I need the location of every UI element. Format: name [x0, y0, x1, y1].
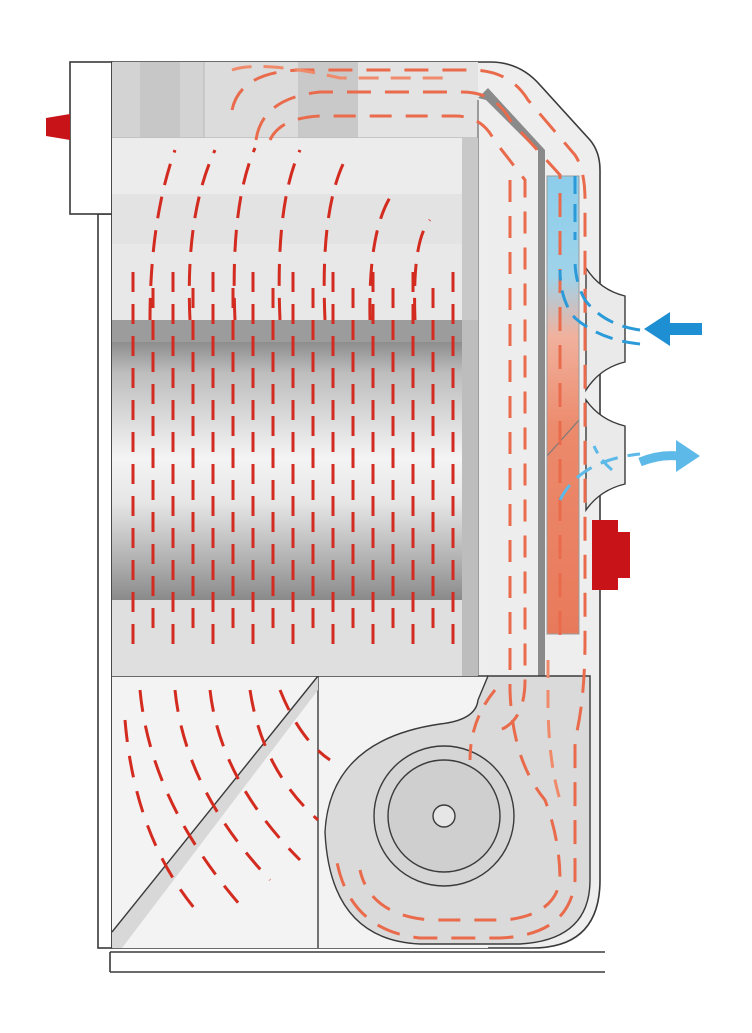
- air-stream: [546, 660, 562, 801]
- air-stream: [413, 218, 432, 321]
- air-stream: [187, 149, 217, 321]
- air-stream: [268, 114, 527, 732]
- air-stream: [248, 689, 319, 822]
- air-stream: [592, 445, 613, 472]
- heater-block-icon: [592, 520, 630, 590]
- recovered-air-flow: [231, 64, 562, 801]
- front-panel: [69, 61, 113, 949]
- fresh-air-flow: [558, 176, 641, 501]
- air-stream: [123, 719, 202, 916]
- knob-icon: [46, 114, 70, 140]
- air-stream: [358, 180, 562, 922]
- air-nozzles: [585, 265, 626, 513]
- air-stream: [138, 689, 242, 906]
- air-stream: [558, 269, 641, 346]
- air-stream: [277, 149, 302, 321]
- air-stream: [468, 689, 497, 761]
- air-stream: [254, 90, 562, 640]
- hot-air-flow: [123, 147, 455, 916]
- warm-air-flow: [230, 68, 587, 940]
- arrow-left-icon: [644, 312, 702, 346]
- air-stream: [368, 189, 397, 321]
- air-stream: [231, 64, 450, 80]
- air-stream: [148, 149, 177, 321]
- fan-icon: [373, 745, 515, 887]
- air-stream: [173, 689, 272, 882]
- arrow-right-icon: [638, 440, 700, 472]
- air-stream: [558, 452, 641, 501]
- heat-exchanger: [546, 175, 580, 635]
- air-stream: [322, 159, 347, 321]
- drum: [112, 320, 478, 676]
- air-stream: [573, 259, 641, 332]
- air-stream: [208, 689, 302, 862]
- air-stream: [278, 689, 331, 762]
- base-plinth: [109, 951, 605, 973]
